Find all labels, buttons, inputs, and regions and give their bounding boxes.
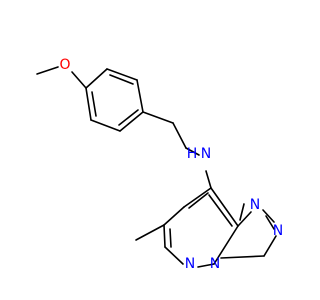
bond-oxygen-ring <box>71 71 87 89</box>
oxygen-atom-label: O <box>59 57 70 73</box>
amine-nitrogen-label: N <box>201 146 211 162</box>
bond-methyl-oxygen <box>36 66 59 75</box>
benzene-ring <box>85 68 144 132</box>
molecule-structure-diagram: O N H N N N N <box>36 57 283 272</box>
bond-ch2-nh <box>185 147 200 156</box>
bridgehead-nitrogen-label: N <box>210 256 220 272</box>
bond-ring-ch2 <box>142 111 174 124</box>
bond-nh-core <box>205 170 212 189</box>
bond-methyl-ring <box>135 224 165 241</box>
triazole-nitrogen-top-label: N <box>250 197 260 213</box>
pyridazine-ring <box>163 187 239 268</box>
pyridazine-nitrogen-label: N <box>185 256 195 272</box>
triazole-nitrogen-right-label: N <box>273 223 283 239</box>
amine-hydrogen-label: H <box>187 146 198 162</box>
bond-ch2-ch2 <box>172 122 187 149</box>
triazole-ring <box>220 203 277 259</box>
